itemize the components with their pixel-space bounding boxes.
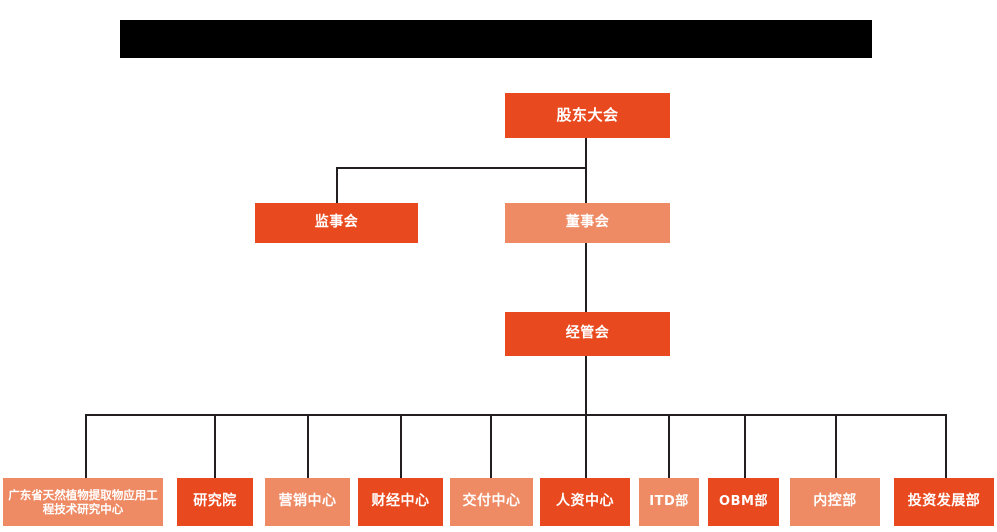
node-finance-center[interactable]: 财经中心: [358, 478, 443, 526]
connector-to-research-institute: [214, 414, 216, 478]
node-board-of-supervisors[interactable]: 监事会: [255, 203, 418, 243]
connector-to-marketing-center: [307, 414, 309, 478]
node-delivery-center[interactable]: 交付中心: [450, 478, 533, 526]
node-management-committee[interactable]: 经管会: [505, 312, 670, 356]
connector-to-board-of-supervisors: [336, 167, 338, 203]
redacted-title-bar: [120, 20, 872, 58]
connector-department-bus: [85, 414, 946, 416]
connector-to-hr-center: [585, 414, 587, 478]
connector-to-delivery-center: [490, 414, 492, 478]
connector-to-internal-control-department: [835, 414, 837, 478]
connector-shareholders-down: [585, 138, 587, 169]
node-engineering-research-center[interactable]: 广东省天然植物提取物应用工程技术研究中心: [3, 478, 163, 526]
node-marketing-center[interactable]: 营销中心: [265, 478, 350, 526]
node-shareholders-meeting[interactable]: 股东大会: [505, 93, 670, 138]
connector-directors-to-management: [585, 242, 587, 312]
node-investment-development-department[interactable]: 投资发展部: [894, 478, 994, 526]
connector-to-finance-center: [400, 414, 402, 478]
node-obm-department[interactable]: OBM部: [708, 478, 779, 526]
connector-to-itd-department: [668, 414, 670, 478]
node-research-institute[interactable]: 研究院: [177, 478, 253, 526]
connector-level2-bus: [336, 167, 587, 169]
connector-to-investment-development-department: [945, 414, 947, 478]
node-internal-control-department[interactable]: 内控部: [790, 478, 880, 526]
connector-to-obm-department: [744, 414, 746, 478]
node-board-of-directors[interactable]: 董事会: [505, 203, 670, 243]
node-itd-department[interactable]: ITD部: [639, 478, 699, 526]
connector-to-board-of-directors: [585, 167, 587, 203]
connector-to-engineering-research-center: [85, 414, 87, 478]
connector-management-down: [585, 356, 587, 415]
node-hr-center[interactable]: 人资中心: [540, 478, 630, 526]
